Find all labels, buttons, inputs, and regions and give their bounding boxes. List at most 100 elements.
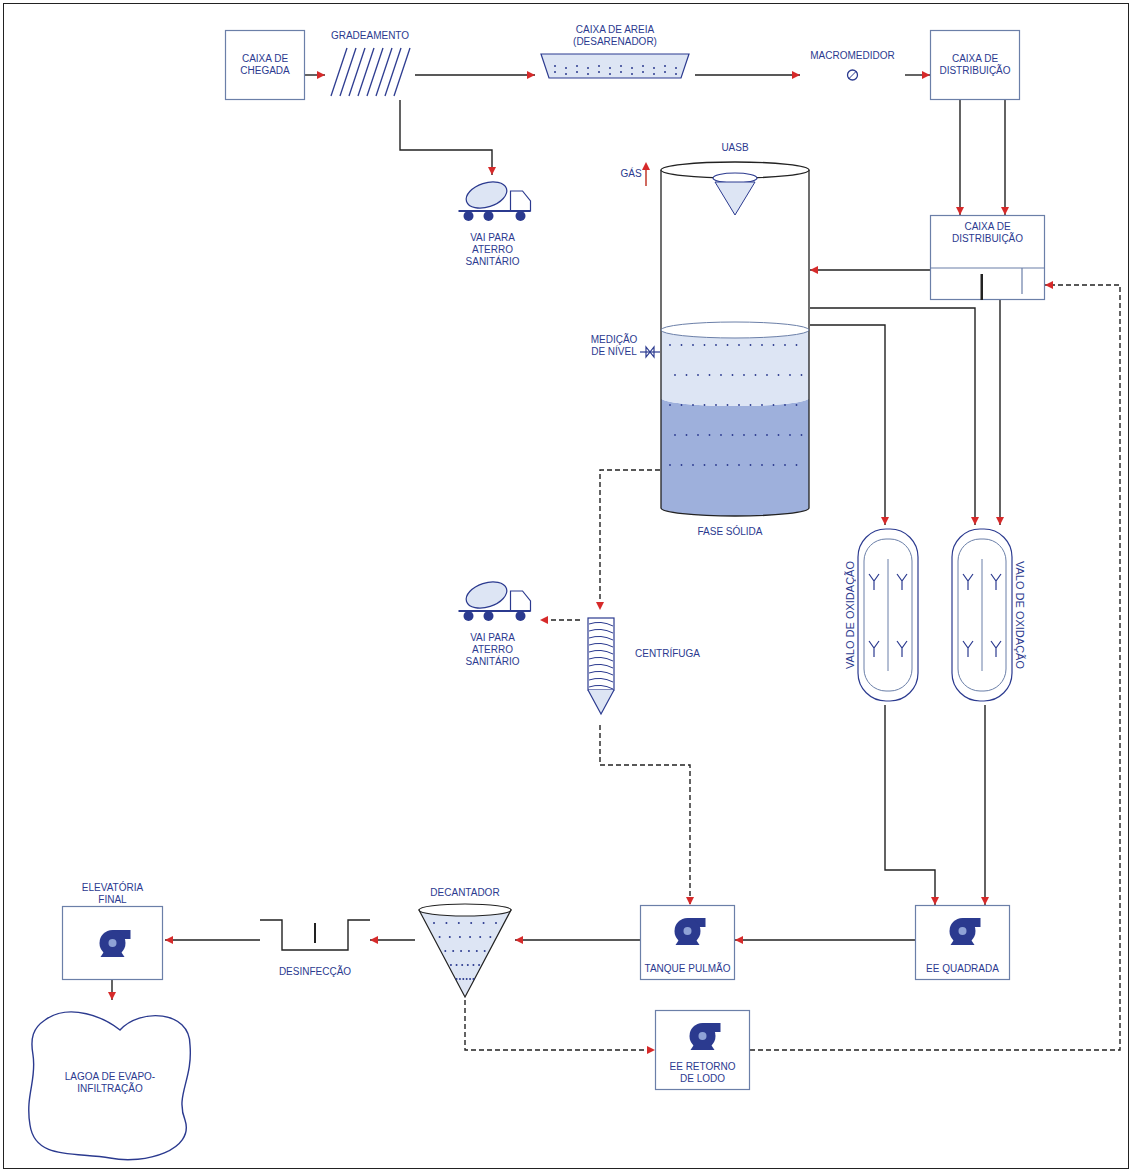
sand-dot [587,73,589,75]
uasb-particle [732,374,734,376]
truck-drum [463,177,510,213]
sand-dot [554,65,556,67]
flow-line [984,705,985,905]
pump-base [691,1044,715,1050]
sand-dot [554,71,556,73]
node-label: CAIXA DE AREIA (DESARENADOR) [565,24,665,48]
box-outline [916,906,1010,980]
node-label: EE RETORNO DE LODO [663,1061,743,1085]
sludge-dot [445,922,447,924]
node-shape [445,575,540,670]
node-label: CAIXA DE DISTRIBUIÇÃO [938,221,1038,245]
node-shape [415,885,515,1000]
pump-base [676,939,700,945]
uasb-particle [796,404,798,406]
oxidation-ditch-outline [952,529,1012,701]
sand-dot [565,73,567,75]
flow-line [999,300,1000,525]
sludge-dot [489,936,491,938]
sludge-dot [472,978,474,980]
node-label: VAI PARA ATERRO SANITÁRIO [453,232,533,268]
process-node: GRADEAMENTO [325,28,415,100]
uasb-particle [750,464,752,466]
node-shape [580,610,700,725]
node-label: GRADEAMENTO [331,30,409,42]
uasb-level [661,322,809,338]
sludge-dot [483,922,485,924]
sludge-dot [460,950,462,952]
uasb-particle [674,374,676,376]
flow-line [370,939,415,940]
uasb-particle [738,464,740,466]
equipment-note: FASE SÓLIDA [690,526,770,538]
aerator-symbol [963,574,973,590]
sludge-dot [450,964,452,966]
node-shape [660,140,810,520]
sand-dot [664,65,666,67]
sand-dot [587,67,589,69]
oxidation-ditch-outline [858,529,918,701]
uasb-particle [778,434,780,436]
flow-line [515,939,640,940]
sand-dot [653,67,655,69]
screen-bar [376,48,392,96]
centrifuge-coil [589,622,613,626]
sand-dot [609,67,611,69]
process-node: CAIXA DE CHEGADA [225,30,305,100]
truck-drum [463,577,510,613]
process-node: DECANTADOR [415,885,515,1000]
flow-meter [848,70,858,80]
sludge-dot [458,922,460,924]
process-node: CAIXA DE AREIA (DESARENADOR) [535,22,695,80]
uasb-particle [773,464,775,466]
centrifuge-coil [589,678,613,682]
process-node: CENTRÍFUGA [580,610,700,725]
sand-dot [664,71,666,73]
uasb-particle [704,404,706,406]
uasb-particle [789,434,791,436]
process-node: VALO DE OXIDAÇÃO [840,525,920,705]
node-label: DESINFECÇÃO [279,966,351,978]
uasb-particle [773,344,775,346]
uasb-particle [681,464,683,466]
sand-dot [576,71,578,73]
node-label: DECANTADOR [430,887,499,899]
uasb-particle [766,374,768,376]
node-label: LAGOA DE EVAPO-INFILTRAÇÃO [55,1071,165,1095]
sludge-dot [495,922,497,924]
uasb-particle [761,464,763,466]
aerator-symbol [897,574,907,590]
aerator-symbol [869,574,879,590]
clarifier-rim [419,904,511,916]
truck-wheel [484,211,494,221]
uasb-particle [801,434,803,436]
uasb-particle [692,344,694,346]
flow-line [305,74,325,75]
uasb-particle [681,404,683,406]
centrifuge-coil [589,643,613,647]
sand-dot [598,71,600,73]
flow-line [695,74,800,75]
sand-dot [631,73,633,75]
uasb-particle [720,374,722,376]
sludge-dot [461,964,463,966]
sand-dot [631,67,633,69]
centrifuge-coil [589,657,613,661]
sludge-line [465,1000,655,1050]
process-node: EE QUADRADA [915,905,1010,980]
process-node: VAI PARA ATERRO SANITÁRIO [445,175,540,270]
uasb-particle [674,434,676,436]
box-outline [226,31,305,100]
uasb-particle [692,404,694,406]
weir [981,274,984,300]
flow-line [810,308,975,525]
uasb-particle [697,374,699,376]
node-label: EE QUADRADA [926,963,999,975]
uasb-particle [743,374,745,376]
uasb-particle [686,434,688,436]
process-node: VALO DE OXIDAÇÃO [950,525,1030,705]
process-node: LAGOA DE EVAPO-INFILTRAÇÃO [25,1000,195,1165]
baffle [314,923,316,943]
node-label: ELEVATÓRIA FINAL [68,882,158,906]
